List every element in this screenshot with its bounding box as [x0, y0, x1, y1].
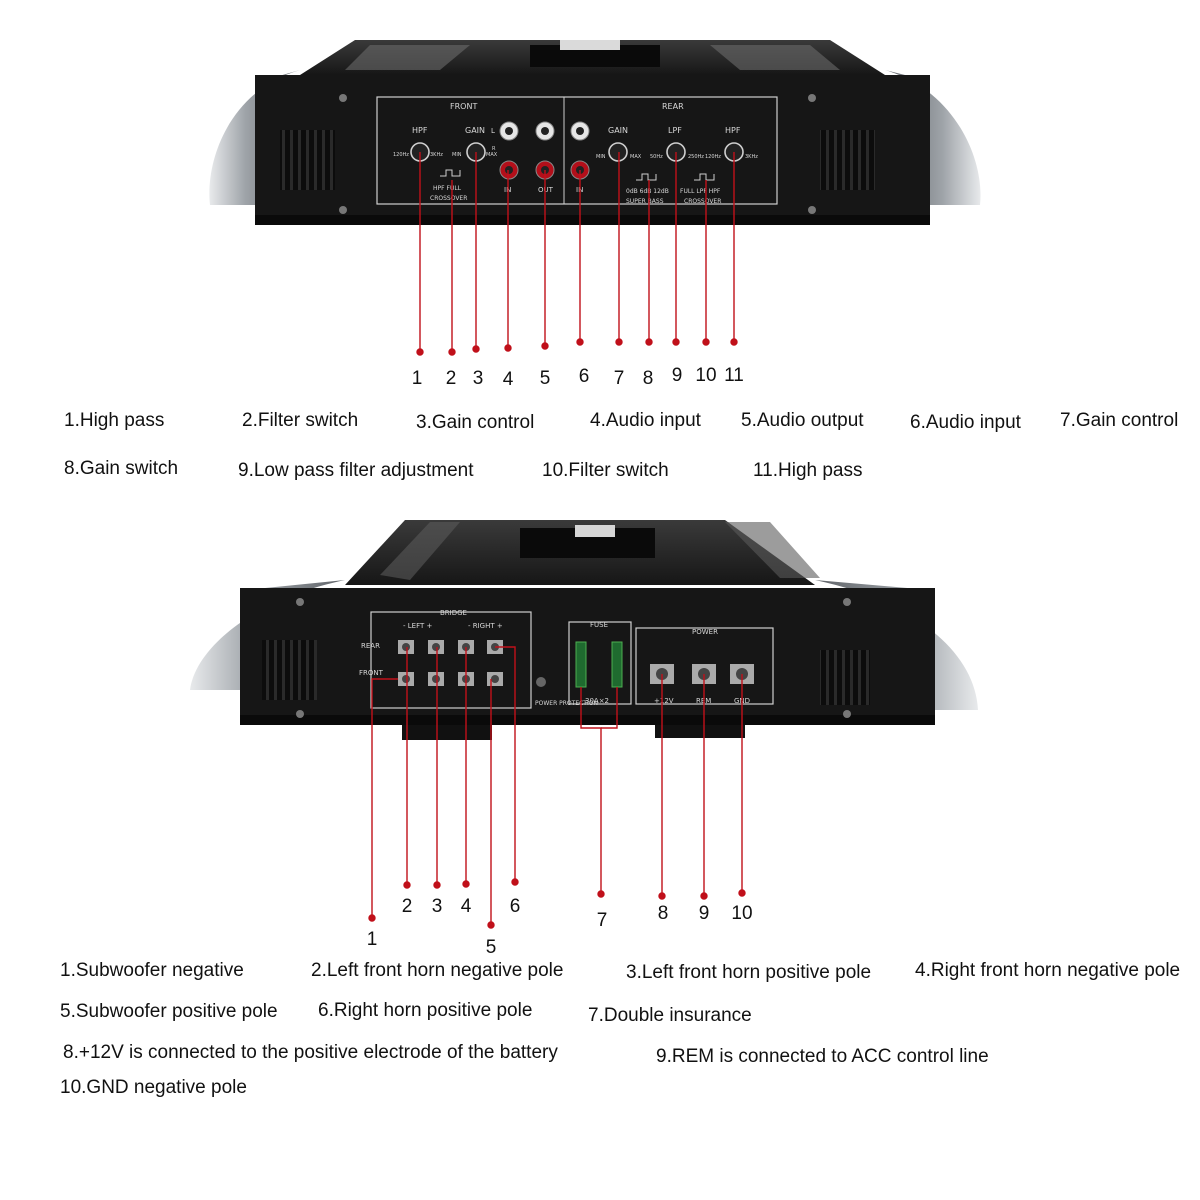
bottom-caption-4: 4.Right front horn negative pole	[915, 960, 1181, 981]
top-number-labels: 1 2 3 4 5 6 7 8 9 10 11	[412, 365, 744, 390]
top-caption-6: 6.Audio input	[910, 412, 1021, 433]
top-callouts	[416, 152, 738, 356]
gain-knob-rear[interactable]	[608, 142, 628, 162]
v12-label: +12V	[654, 697, 674, 705]
bottom-callouts	[368, 646, 746, 929]
super-bass-label: SUPER BASS	[626, 198, 664, 205]
bottom-number-labels: 1 2 3 4 5 6 7 8 9 10	[367, 896, 753, 958]
bottom-number-1: 1	[367, 929, 378, 950]
bottom-number-8: 8	[658, 903, 669, 924]
lpf-label: LPF	[668, 126, 682, 135]
bridge-label: BRIDGE	[440, 609, 467, 617]
svg-text:MAX: MAX	[630, 154, 642, 160]
bottom-caption-9: 9.REM is connected to ACC control line	[656, 1046, 989, 1067]
top-number-8: 8	[643, 368, 654, 389]
svg-text:R: R	[492, 146, 496, 152]
hpf-full-label: HPF FULL	[433, 185, 462, 192]
svg-text:MAX: MAX	[486, 152, 498, 158]
gain-label-rear: GAIN	[608, 126, 628, 135]
top-number-5: 5	[540, 368, 551, 389]
bottom-number-4: 4	[461, 896, 472, 917]
hpf-label-rear: HPF	[725, 126, 741, 135]
crossover-label-rear: CROSSOVER	[684, 198, 721, 205]
bottom-caption-7: 7.Double insurance	[588, 1005, 752, 1026]
top-caption-1: 1.High pass	[64, 410, 165, 431]
svg-text:MIN: MIN	[452, 152, 462, 158]
top-number-7: 7	[614, 368, 625, 389]
crossover-label-front: CROSSOVER	[430, 195, 467, 202]
top-number-2: 2	[446, 368, 457, 389]
rca-jacks[interactable]	[499, 121, 590, 180]
left-channel-label: - LEFT +	[403, 622, 432, 630]
top-caption-4: 4.Audio input	[590, 410, 701, 431]
top-number-11: 11	[724, 365, 744, 386]
rear-terminal-label: REAR	[361, 642, 380, 650]
svg-text:250Hz: 250Hz	[688, 154, 704, 160]
db-levels-label: 0dB 6dB 12dB	[626, 188, 669, 195]
bottom-amplifier: BRIDGE - LEFT + - RIGHT + REAR FRONT POW…	[190, 520, 978, 740]
svg-text:3KHz: 3KHz	[745, 154, 758, 160]
fuse-rating-label: 30A×2	[585, 697, 609, 705]
top-caption-2: 2.Filter switch	[242, 410, 359, 431]
top-number-9: 9	[672, 365, 683, 386]
power-protection-label: POWER PROTECTION	[535, 700, 598, 707]
out-label: OUT	[538, 186, 554, 194]
bottom-caption-10: 10.GND negative pole	[60, 1077, 247, 1098]
power-protection-led	[536, 677, 546, 687]
svg-text:120Hz: 120Hz	[705, 154, 721, 160]
bottom-number-3: 3	[432, 896, 443, 917]
bottom-number-2: 2	[402, 896, 413, 917]
full-lpf-hpf-label: FULL LPF HPF	[680, 188, 721, 195]
bottom-caption-3: 3.Left front horn positive pole	[626, 962, 872, 983]
top-caption-11: 11.High pass	[753, 460, 863, 481]
top-caption-8: 8.Gain switch	[64, 458, 179, 479]
svg-text:MIN: MIN	[596, 154, 606, 160]
bottom-number-5: 5	[486, 937, 497, 958]
top-caption-7: 7.Gain control	[1060, 410, 1179, 431]
bottom-caption-5: 5.Subwoofer positive pole	[60, 1001, 278, 1022]
top-number-3: 3	[473, 368, 484, 389]
bottom-number-10: 10	[731, 903, 752, 924]
bottom-caption-8: 8.+12V is connected to the positive elec…	[63, 1042, 558, 1063]
top-number-1: 1	[412, 368, 423, 389]
bottom-number-6: 6	[510, 896, 521, 917]
bottom-caption-2: 2.Left front horn negative pole	[311, 960, 564, 981]
top-caption-5: 5.Audio output	[741, 410, 864, 431]
bottom-caption-6: 6.Right horn positive pole	[318, 1000, 533, 1021]
hpf-label: HPF	[412, 126, 428, 135]
svg-text:120Hz: 120Hz	[393, 152, 409, 158]
bottom-caption-1: 1.Subwoofer negative	[60, 960, 244, 981]
top-amplifier: FRONT REAR HPF 120Hz 3KHz GAIN MIN MAX L…	[209, 40, 981, 225]
top-number-4: 4	[503, 369, 514, 390]
top-number-6: 6	[579, 366, 590, 387]
top-caption-10: 10.Filter switch	[542, 460, 669, 481]
rear-label: REAR	[662, 102, 684, 111]
bottom-number-7: 7	[597, 910, 608, 931]
top-caption-3: 3.Gain control	[416, 412, 535, 433]
front-label: FRONT	[450, 102, 477, 111]
fuse-label: FUSE	[590, 621, 608, 629]
front-terminal-label: FRONT	[359, 669, 384, 677]
power-label: POWER	[692, 628, 718, 636]
bottom-number-9: 9	[699, 903, 710, 924]
gain-label: GAIN	[465, 126, 485, 135]
svg-text:L: L	[491, 127, 495, 135]
top-number-10: 10	[695, 365, 716, 386]
svg-text:50Hz: 50Hz	[650, 154, 663, 160]
svg-text:3KHz: 3KHz	[430, 152, 443, 158]
top-caption-9: 9.Low pass filter adjustment	[238, 460, 474, 481]
right-channel-label: - RIGHT +	[468, 622, 503, 630]
power-terminals[interactable]	[650, 664, 754, 684]
